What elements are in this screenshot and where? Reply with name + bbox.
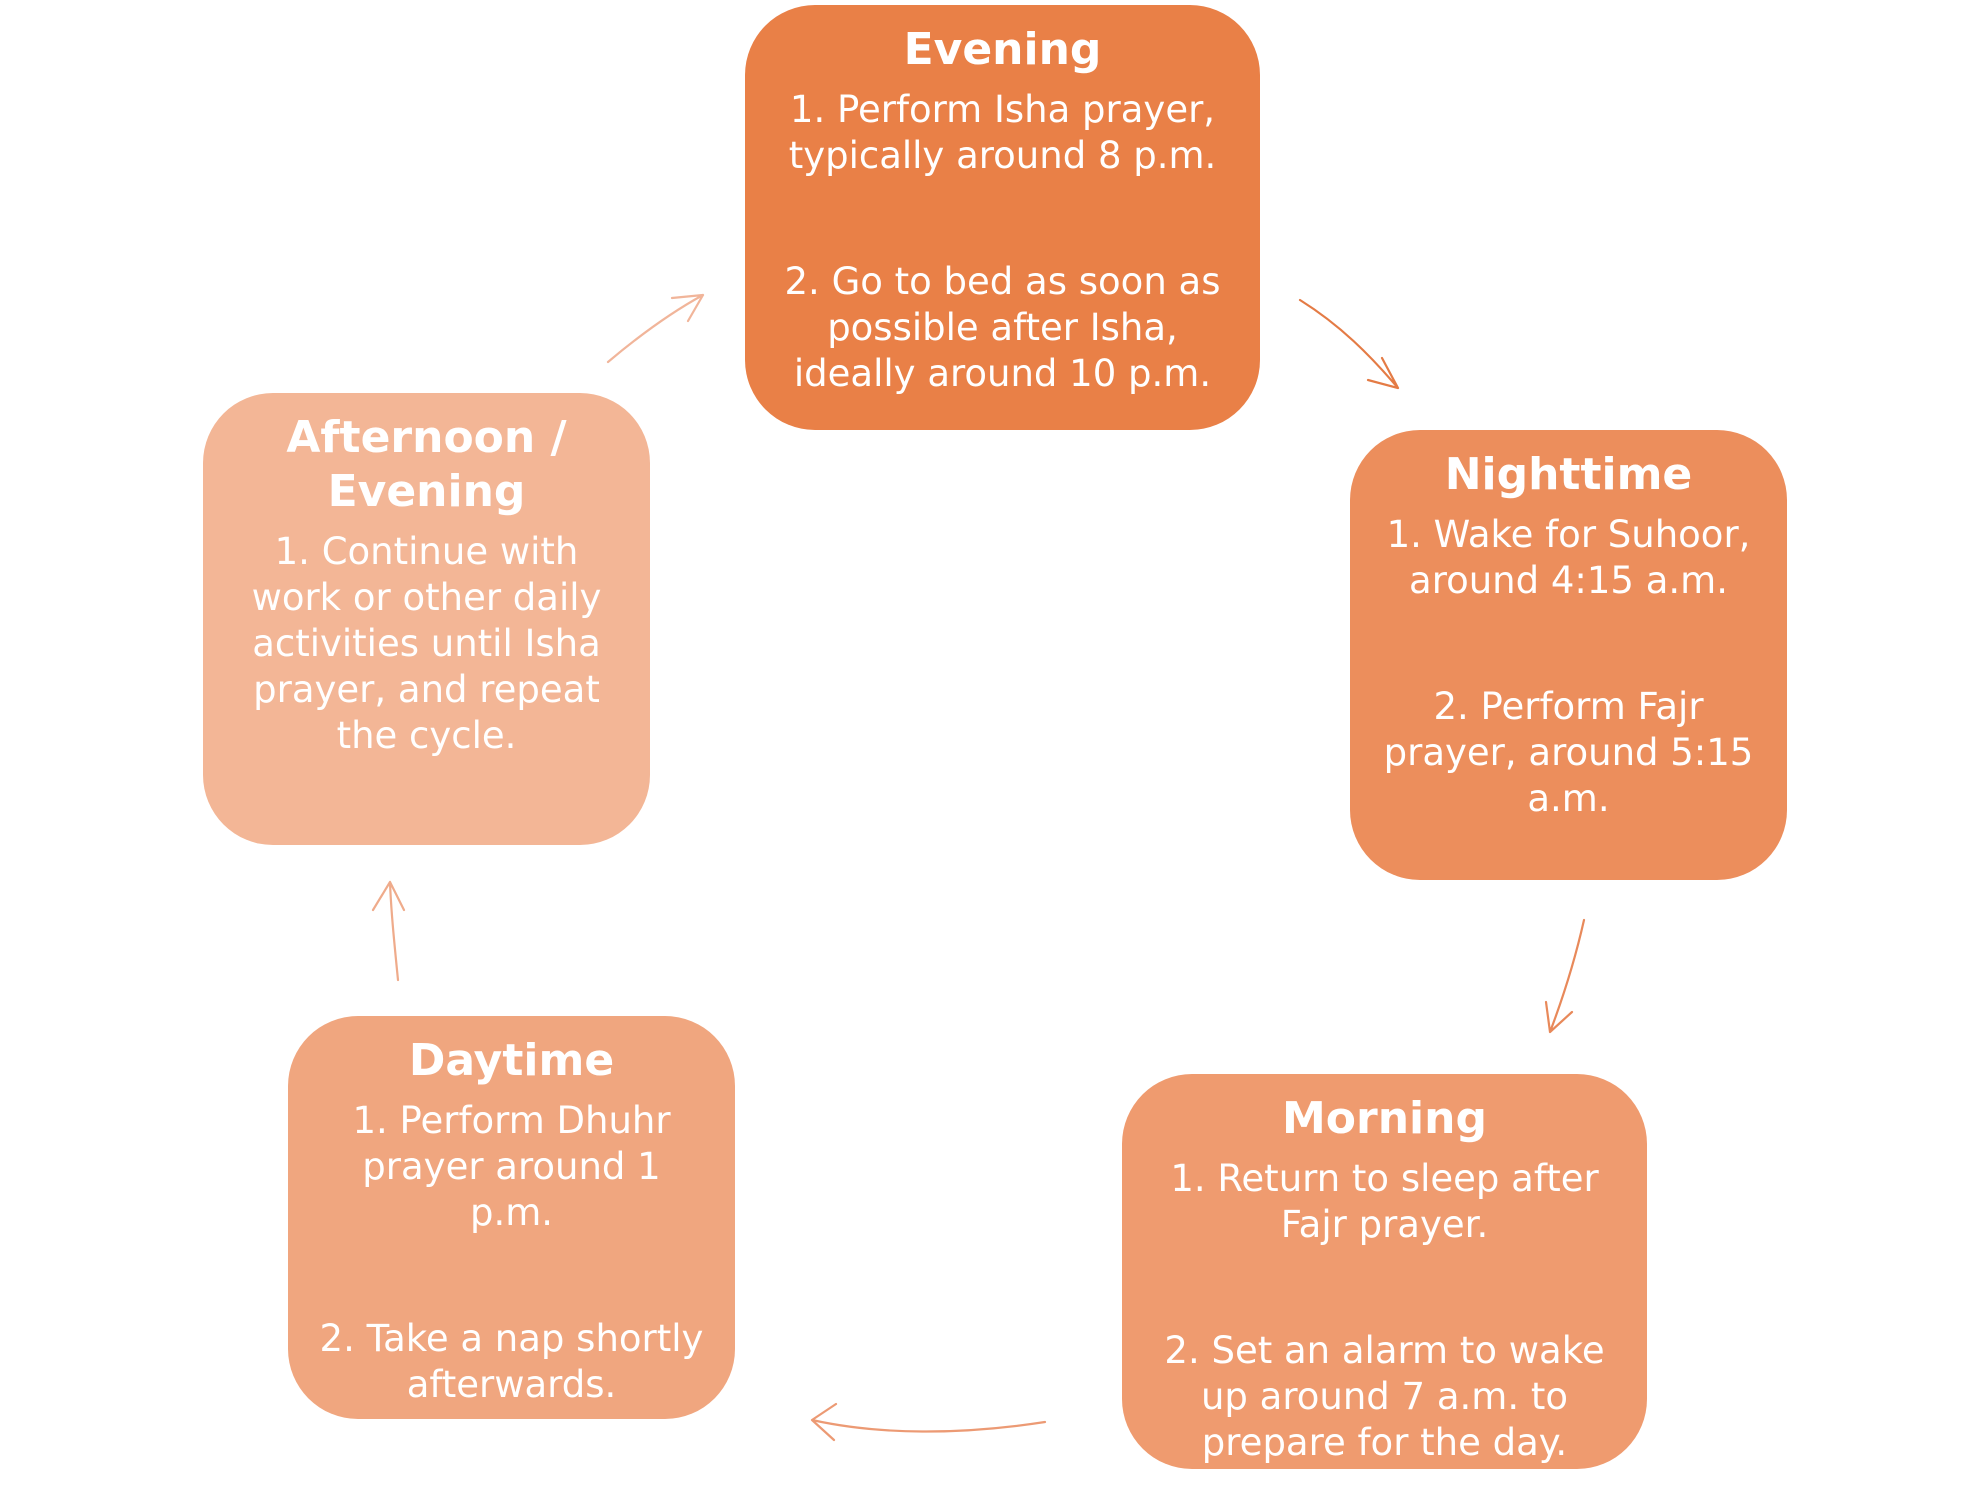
card-step: 2. Take a nap shortly afterwards.: [319, 1317, 704, 1406]
card-title: Evening: [903, 24, 1102, 75]
card-title: Daytime: [408, 1035, 615, 1086]
card-step: 2. Perform Fajr prayer, around 5:15 a.m.: [1383, 685, 1754, 820]
card-step: 2. Set an alarm to wake up around 7 a.m.…: [1164, 1329, 1605, 1464]
card-afternoon-evening: Afternoon / Evening 1. Continue with wor…: [203, 393, 650, 845]
arrow-nighttime-to-morning: [1544, 918, 1586, 1034]
card-title: Nighttime: [1444, 449, 1693, 500]
card-nighttime: Nighttime 1. Wake for Suhoor, around 4:1…: [1350, 430, 1787, 880]
card-evening: Evening 1. Perform Isha prayer, typicall…: [745, 5, 1260, 430]
card-step: 1. Perform Isha prayer, typically around…: [788, 88, 1217, 177]
arrow-afternoon-to-evening: [606, 293, 705, 364]
card-step: 1. Perform Dhuhr prayer around 1 p.m.: [352, 1099, 671, 1234]
arrow-daytime-to-afternoon: [371, 880, 406, 982]
card-title: Afternoon / Evening: [286, 412, 567, 517]
card-morning: Morning 1. Return to sleep after Fajr pr…: [1122, 1074, 1647, 1469]
card-step: 1. Continue with work or other daily act…: [251, 530, 602, 757]
card-daytime: Daytime 1. Perform Dhuhr prayer around 1…: [288, 1016, 735, 1419]
arrow-evening-to-nighttime: [1298, 298, 1400, 390]
card-step: 1. Wake for Suhoor, around 4:15 a.m.: [1386, 513, 1751, 602]
card-step: 1. Return to sleep after Fajr prayer.: [1170, 1157, 1599, 1246]
card-title: Morning: [1282, 1093, 1487, 1144]
arrow-morning-to-daytime: [810, 1402, 1047, 1442]
card-step: 2. Go to bed as soon as possible after I…: [784, 260, 1221, 395]
